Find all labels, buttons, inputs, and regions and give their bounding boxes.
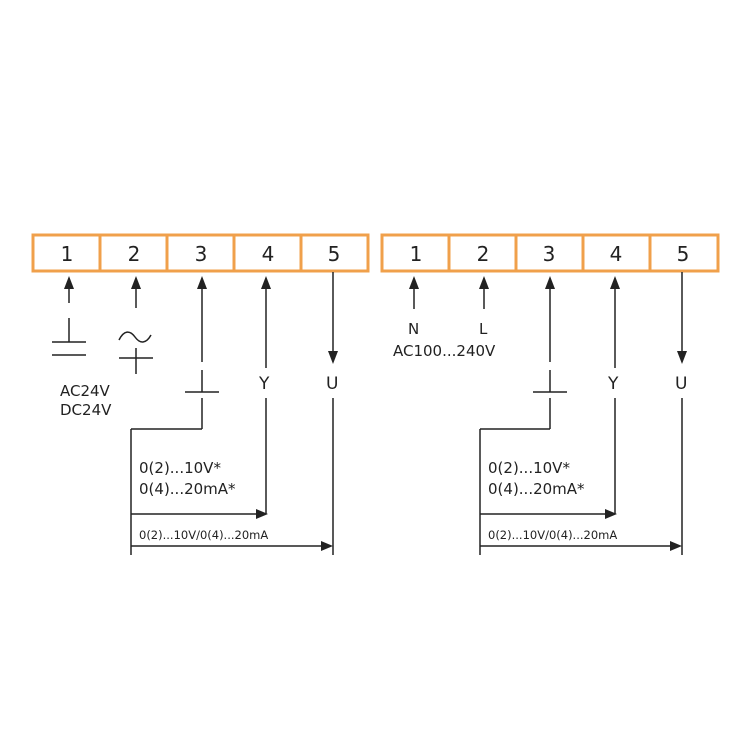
- right-neutral-label: N: [408, 320, 419, 338]
- ac-tilde-icon: [118, 331, 152, 343]
- left-signal-u: U: [326, 374, 338, 394]
- right-ground-wire: [479, 276, 567, 555]
- right-u-wire: [480, 272, 687, 555]
- left-terminal-2: [98, 233, 169, 273]
- left-u-wire: [131, 272, 338, 555]
- left-terminal-4-label: 4: [262, 242, 275, 266]
- right-terminal-4: [581, 233, 652, 273]
- right-line-wire: [479, 276, 489, 309]
- right-neutral-wire: [409, 276, 419, 309]
- right-terminal-5-label: 5: [677, 242, 690, 266]
- right-signal-y: Y: [607, 374, 619, 394]
- left-output-range: 0(2)...10V/0(4)...20mA: [139, 528, 268, 542]
- right-output-range: 0(2)...10V/0(4)...20mA: [488, 528, 617, 542]
- left-ground-wire: [130, 276, 219, 555]
- right-line-label: L: [479, 320, 488, 338]
- right-terminal-5: [648, 233, 720, 273]
- left-y-wire: [131, 276, 271, 519]
- right-terminal-3-label: 3: [543, 242, 556, 266]
- left-terminal-block: 1 2 3 4 5: [31, 233, 370, 273]
- left-input-range-voltage: 0(2)...10V*: [139, 459, 221, 477]
- right-terminal-1-label: 1: [410, 242, 423, 266]
- left-terminal-5-label: 5: [328, 242, 341, 266]
- left-terminal-5: [299, 233, 370, 273]
- left-terminal-3: [165, 233, 236, 273]
- left-terminal-2-label: 2: [128, 242, 141, 266]
- right-terminal-block: 1 2 3 4 5: [380, 233, 720, 273]
- left-terminal-1: [31, 233, 102, 273]
- left-terminal-3-label: 3: [195, 242, 208, 266]
- right-terminal-3: [514, 233, 585, 273]
- right-terminal-1: [380, 233, 451, 273]
- left-signal-y: Y: [258, 374, 270, 394]
- right-terminal-2-label: 2: [477, 242, 490, 266]
- left-input-range-current: 0(4)...20mA*: [139, 480, 236, 498]
- right-signal-u: U: [675, 374, 687, 394]
- left-supply-label-dc: DC24V: [60, 401, 112, 419]
- right-supply-label: AC100...240V: [393, 342, 496, 360]
- left-supply-label-ac: AC24V: [60, 382, 111, 400]
- right-y-wire: [480, 276, 620, 519]
- left-supply-ac-wire: [118, 276, 153, 374]
- right-terminal-4-label: 4: [610, 242, 623, 266]
- right-input-range-voltage: 0(2)...10V*: [488, 459, 570, 477]
- right-input-range-current: 0(4)...20mA*: [488, 480, 585, 498]
- left-supply-dc-wire: [52, 276, 86, 356]
- left-terminal-1-label: 1: [61, 242, 74, 266]
